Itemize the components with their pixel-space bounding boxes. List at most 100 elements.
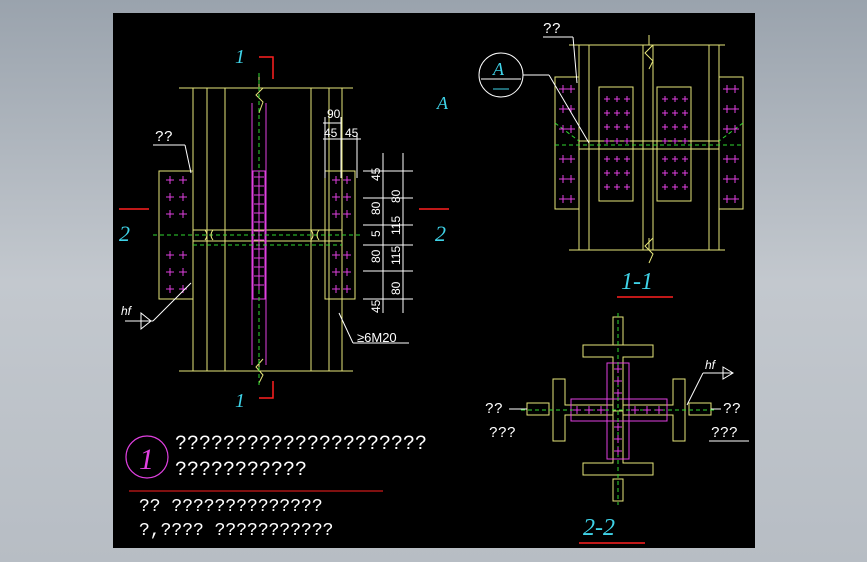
notes-block: 1 ????????????????????? ??????????? ?? ?… xyxy=(125,433,427,541)
bolt-mark xyxy=(624,110,630,116)
bolt-mark xyxy=(332,268,340,276)
plate-label-leader xyxy=(153,144,192,174)
bolt-mark xyxy=(655,406,663,414)
bolt-mark xyxy=(731,125,739,133)
section-1-1-outline xyxy=(554,35,744,264)
bolt-mark xyxy=(166,268,174,276)
bolt-mark xyxy=(559,85,567,93)
bolt-mark xyxy=(731,175,739,183)
bolt-mark xyxy=(567,195,575,203)
dim-vo-3: 80 xyxy=(389,281,403,295)
bolt-mark xyxy=(604,110,610,116)
bolt-mark xyxy=(662,96,668,102)
cad-drawing-viewport[interactable]: ?? hf ≥6M20 90 45 45 xyxy=(113,13,755,548)
bolt-mark xyxy=(662,170,668,176)
bolt-mark xyxy=(166,251,174,259)
dim-top-total: 90 xyxy=(327,107,341,121)
bolt-mark xyxy=(614,124,620,130)
bolt-mark xyxy=(682,156,688,162)
notes-line-3: ?? ?????????????? xyxy=(139,497,323,517)
bolt-mark xyxy=(254,208,264,218)
bolt-mark xyxy=(179,176,187,184)
section-2-2-left-label-2: ??? xyxy=(489,425,516,442)
bolt-mark xyxy=(672,124,678,130)
vertical-dimensions xyxy=(363,153,413,313)
notes-line-4: ?,???? ??????????? xyxy=(139,521,333,541)
bolt-group-left xyxy=(166,176,187,293)
bolt-mark xyxy=(343,210,351,218)
bolt-mark xyxy=(585,406,593,414)
bolt-mark xyxy=(723,175,731,183)
bolt-mark xyxy=(643,406,651,414)
section-2-2-view: hf ?? ??? ?? ??? 2-2 xyxy=(485,313,749,544)
section-2-2-bolts xyxy=(573,365,663,455)
bolt-mark xyxy=(166,285,174,293)
section-1-1-view: A ?? 1-1 xyxy=(478,21,744,298)
bolt-mark xyxy=(624,156,630,162)
bolt-mark xyxy=(332,210,340,218)
bolt-mark xyxy=(254,253,264,263)
bolt-mark xyxy=(624,184,630,190)
section-2-2-outline xyxy=(526,316,712,502)
bolt-mark xyxy=(604,96,610,102)
bolt-mark xyxy=(614,423,622,431)
bolt-mark xyxy=(682,184,688,190)
bolt-note: ≥6M20 xyxy=(357,330,397,345)
bolt-group-web xyxy=(254,172,264,290)
bolt-mark xyxy=(254,235,264,245)
dim-vo-1: 115 xyxy=(389,216,403,235)
detail-bubble xyxy=(478,52,590,144)
bolt-mark xyxy=(731,155,739,163)
bolt-mark xyxy=(559,125,567,133)
bolt-mark xyxy=(567,125,575,133)
bolt-mark xyxy=(343,176,351,184)
dim-v-2: 5 xyxy=(369,230,383,237)
section-1-1-title: 1-1 xyxy=(621,269,653,295)
section-mark-top: 1 xyxy=(235,46,245,68)
bolt-mark xyxy=(614,365,622,373)
vertical-dim-labels: 45 80 5 80 45 80 115 115 80 xyxy=(369,167,403,313)
bolt-mark xyxy=(343,285,351,293)
section-2-2-weld-label: hf xyxy=(705,358,717,372)
plate-label: ?? xyxy=(155,129,173,146)
bolt-mark xyxy=(662,124,668,130)
bolt-mark xyxy=(723,105,731,113)
bolt-mark xyxy=(631,406,639,414)
bolt-mark xyxy=(682,124,688,130)
bolt-mark xyxy=(179,210,187,218)
notes-line-2: ??????????? xyxy=(175,459,307,482)
bolt-mark xyxy=(731,85,739,93)
bolt-mark xyxy=(567,175,575,183)
bolt-mark xyxy=(559,105,567,113)
section-2-2-centerlines xyxy=(521,313,717,505)
bolt-mark xyxy=(166,193,174,201)
bolt-mark xyxy=(614,435,622,443)
notes-badge: 1 xyxy=(139,443,154,476)
dim-vo-2: 115 xyxy=(389,246,403,265)
bolt-mark xyxy=(682,96,688,102)
bolt-mark xyxy=(179,193,187,201)
weld-symbol-label: hf xyxy=(121,304,133,318)
bolt-mark xyxy=(614,377,622,385)
bolt-mark xyxy=(179,285,187,293)
bolt-mark xyxy=(672,184,678,190)
bolt-mark xyxy=(604,124,610,130)
bolt-group-right xyxy=(332,176,351,293)
bolt-mark xyxy=(567,155,575,163)
bolt-mark xyxy=(166,176,174,184)
dim-top-b: 45 xyxy=(345,126,359,140)
top-dimension xyxy=(323,117,361,178)
bolt-mark xyxy=(614,138,620,144)
bolt-mark xyxy=(343,251,351,259)
bolt-mark xyxy=(179,251,187,259)
section-1-1-label: ?? xyxy=(543,21,561,38)
bolt-mark xyxy=(254,181,264,191)
bolt-mark xyxy=(723,195,731,203)
bolt-mark xyxy=(604,156,610,162)
bolt-mark xyxy=(254,244,264,254)
section-cut-marks xyxy=(119,56,449,399)
bolt-mark xyxy=(332,251,340,259)
bolt-mark xyxy=(559,195,567,203)
section-mark-left: 2 xyxy=(119,221,130,246)
bolt-mark xyxy=(254,199,264,209)
